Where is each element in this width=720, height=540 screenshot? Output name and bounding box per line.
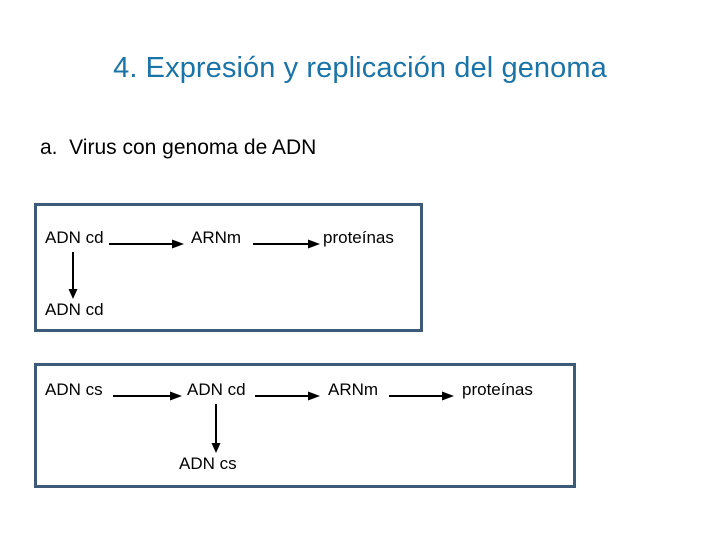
node-arnm: ARNm bbox=[328, 380, 379, 399]
node-arnm: ARNm bbox=[191, 228, 242, 247]
page-title: 4. Expresión y replicación del genoma bbox=[113, 52, 607, 84]
arrow-right-adn-cd-to-arnm bbox=[109, 238, 185, 250]
node-adn-cs-replicated: ADN cs bbox=[179, 454, 237, 473]
node-adn-cd-replicated: ADN cd bbox=[45, 300, 104, 319]
arrow-down-replication-adn-cs bbox=[210, 404, 222, 454]
arrow-right-adn-cd-to-arnm bbox=[255, 390, 321, 402]
node-adn-cd-intermediate: ADN cd bbox=[187, 380, 246, 399]
node-adn-cd-start: ADN cd bbox=[45, 228, 104, 247]
diagram-box-dna-double-stranded: ADN cd ARNm proteínas ADN cd bbox=[34, 203, 423, 332]
arrow-down-replication-adn-cd bbox=[67, 252, 79, 300]
section-subtitle: a. Virus con genoma de ADN bbox=[40, 136, 317, 159]
node-proteinas: proteínas bbox=[323, 228, 394, 247]
arrow-right-adn-cs-to-adn-cd bbox=[113, 390, 183, 402]
node-proteinas: proteínas bbox=[462, 380, 533, 399]
arrow-right-arnm-to-proteinas bbox=[389, 390, 455, 402]
node-adn-cs-start: ADN cs bbox=[45, 380, 103, 399]
arrow-right-arnm-to-proteinas bbox=[253, 238, 321, 250]
diagram-box-dna-single-stranded: ADN cs ADN cd ARNm proteínas bbox=[34, 363, 576, 488]
